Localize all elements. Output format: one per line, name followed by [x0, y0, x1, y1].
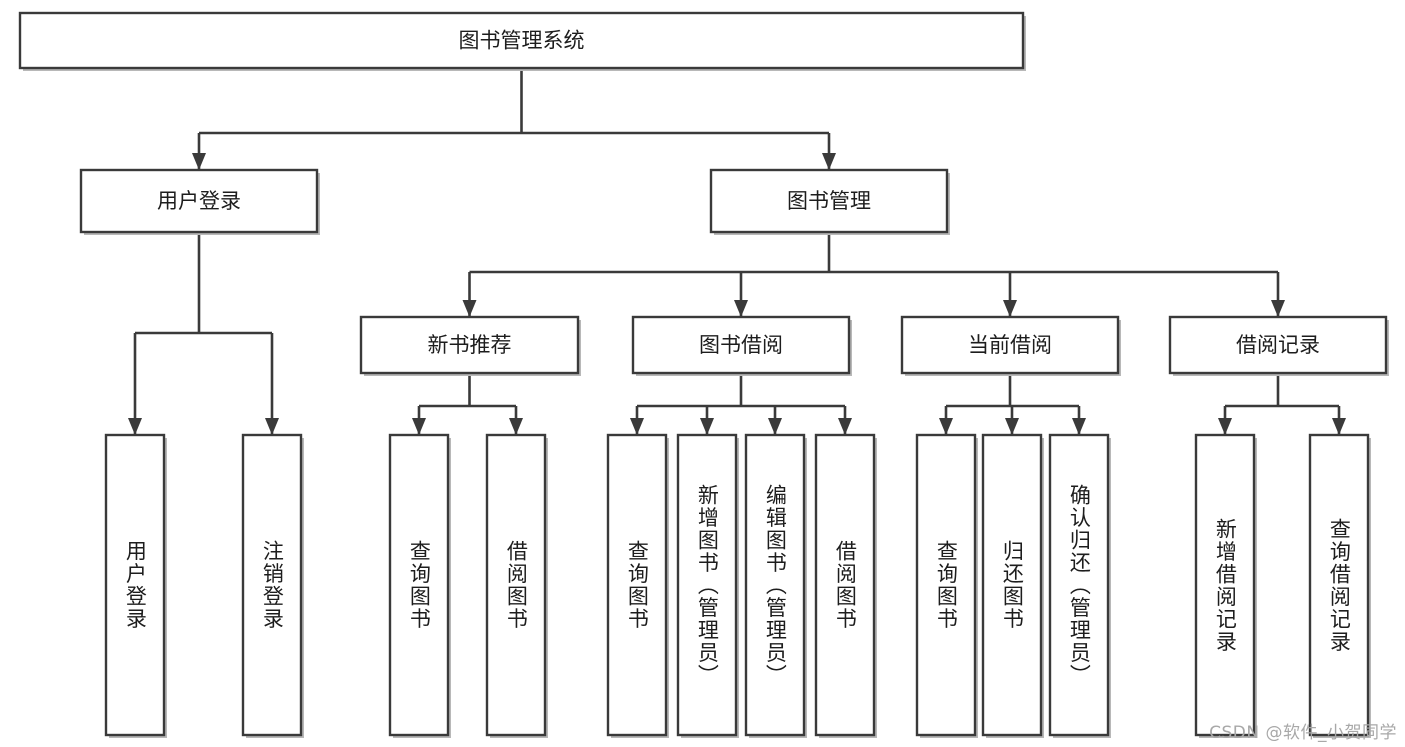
- node-box-user-login[interactable]: [79, 168, 319, 234]
- node-box-query-borrow-record[interactable]: [1308, 433, 1370, 737]
- node-box-add-borrow-record[interactable]: [1194, 433, 1256, 737]
- connector-arrow-icon: [462, 300, 477, 317]
- node-label-book-borrow: 图书借阅: [699, 333, 783, 357]
- connector-arrow-icon: [1003, 300, 1017, 317]
- connector-arrow-icon: [265, 418, 279, 435]
- node-box-edit-book-admin[interactable]: [744, 433, 806, 737]
- connector-arrow-icon: [1218, 418, 1232, 435]
- node-return-book[interactable]: [981, 433, 1044, 738]
- connector-arrow-icon: [128, 418, 142, 435]
- node-edit-book-admin[interactable]: [744, 433, 807, 738]
- node-confirm-return-admin[interactable]: [1048, 433, 1111, 738]
- node-box-user-login-do[interactable]: [104, 433, 166, 737]
- node-borrow-book[interactable]: [814, 433, 877, 738]
- node-label-new-book-recommend: 新书推荐: [428, 333, 512, 357]
- node-query-borrow-record[interactable]: [1308, 433, 1371, 738]
- node-add-borrow-record[interactable]: [1194, 433, 1257, 738]
- node-box-new-book-recommend[interactable]: [359, 315, 580, 375]
- node-book-borrow[interactable]: 图书借阅: [631, 315, 852, 376]
- node-add-book-admin[interactable]: [676, 433, 739, 738]
- node-box-return-book[interactable]: [981, 433, 1043, 737]
- node-box-borrow-book-rec[interactable]: [485, 433, 547, 737]
- connector-arrow-icon: [630, 418, 644, 435]
- node-current-borrow[interactable]: 当前借阅: [900, 315, 1121, 376]
- node-query-book-cur[interactable]: [915, 433, 978, 738]
- node-box-book-borrow[interactable]: [631, 315, 851, 375]
- node-box-add-book-admin[interactable]: [676, 433, 738, 737]
- connector-arrow-icon: [412, 418, 426, 435]
- connector-arrow-icon: [1332, 418, 1346, 435]
- connector-arrow-icon: [1271, 300, 1285, 317]
- connector-arrow-icon: [1005, 418, 1019, 435]
- node-label-current-borrow: 当前借阅: [968, 333, 1052, 357]
- node-label-book-manage: 图书管理: [787, 189, 871, 213]
- connector-arrow-icon: [192, 153, 206, 170]
- connector-arrow-icon: [768, 418, 782, 435]
- csdn-watermark: CSDN @软件_小贺同学: [1209, 723, 1397, 743]
- node-user-login[interactable]: 用户登录: [79, 168, 320, 235]
- connector-arrow-icon: [1072, 418, 1086, 435]
- connector-arrow-icon: [700, 418, 714, 435]
- connector-arrow-icon: [822, 153, 836, 170]
- node-box-confirm-return-admin[interactable]: [1048, 433, 1110, 737]
- node-new-book-recommend[interactable]: 新书推荐: [359, 315, 581, 376]
- connector-arrow-icon: [734, 300, 748, 317]
- node-box-borrow-book[interactable]: [814, 433, 876, 737]
- node-root[interactable]: 图书管理系统: [18, 11, 1026, 71]
- node-query-book-borrow[interactable]: [606, 433, 669, 738]
- node-box-root[interactable]: [18, 11, 1025, 70]
- node-query-book-rec[interactable]: [388, 433, 451, 738]
- node-box-borrow-record[interactable]: [1168, 315, 1388, 375]
- node-borrow-record[interactable]: 借阅记录: [1168, 315, 1389, 376]
- node-book-manage[interactable]: 图书管理: [709, 168, 950, 235]
- connectors-layer: [128, 68, 1346, 435]
- node-label-borrow-record: 借阅记录: [1236, 333, 1320, 357]
- node-box-query-book-rec[interactable]: [388, 433, 450, 737]
- node-box-query-book-cur[interactable]: [915, 433, 977, 737]
- node-box-book-manage[interactable]: [709, 168, 949, 234]
- node-borrow-book-rec[interactable]: [485, 433, 548, 738]
- connector-arrow-icon: [838, 418, 852, 435]
- node-user-login-do[interactable]: [104, 433, 167, 738]
- node-box-query-book-borrow[interactable]: [606, 433, 668, 737]
- connector-arrow-icon: [509, 418, 523, 435]
- node-box-current-borrow[interactable]: [900, 315, 1120, 375]
- node-label-user-login: 用户登录: [157, 189, 241, 213]
- node-box-user-logout[interactable]: [241, 433, 303, 737]
- node-label-root: 图书管理系统: [459, 29, 585, 53]
- connector-arrow-icon: [939, 418, 953, 435]
- node-user-logout[interactable]: [241, 433, 304, 738]
